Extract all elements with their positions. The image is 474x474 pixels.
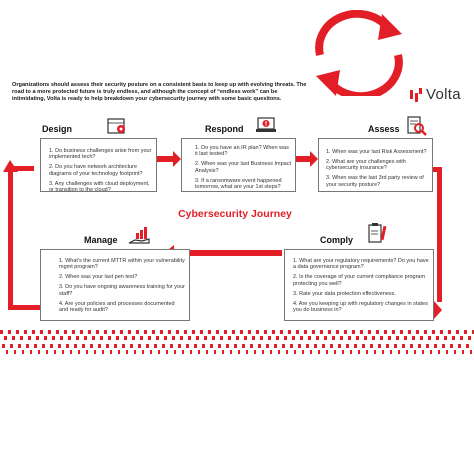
blueprint-gear-icon bbox=[107, 118, 125, 134]
card-manage: 1. What's the current MTTR within your v… bbox=[40, 249, 190, 321]
intro-text: Organizations should assess their securi… bbox=[12, 82, 307, 103]
arrow-manage-to-design bbox=[8, 168, 13, 310]
card-design: 1. Do business challenges arise from you… bbox=[40, 138, 157, 194]
arrow-design-to-respond bbox=[155, 156, 175, 162]
assess-question-2: 2. What are your challenges with cyberse… bbox=[326, 159, 406, 172]
manage-question-4: 4. Are your policies and processes docum… bbox=[59, 300, 175, 314]
stage-title-respond: Respond bbox=[205, 124, 244, 134]
stage-title-manage: Manage bbox=[84, 235, 118, 245]
laptop-alert-icon bbox=[256, 117, 276, 132]
assess-question-3: 3. When was the last 3rd party review of… bbox=[326, 175, 424, 188]
comply-question-4: 4. Are you keeping up with regulatory ch… bbox=[293, 300, 428, 314]
card-comply: 1. What are your regulatory requirements… bbox=[284, 249, 434, 321]
decorative-stripe-top bbox=[0, 330, 474, 340]
clipboard-pencil-icon bbox=[368, 223, 387, 243]
arrow-respond-to-assess bbox=[296, 156, 312, 162]
card-assess: 1. When was your last Risk Assessment? 2… bbox=[318, 138, 433, 192]
stage-title-comply: Comply bbox=[320, 235, 354, 245]
respond-question-2: 2. When was your last Business Impact An… bbox=[195, 161, 291, 174]
design-question-1: 1. Do business challenges arise from you… bbox=[49, 148, 152, 161]
card-respond: 1. Do you have an IR plan? When was it l… bbox=[181, 138, 296, 192]
stage-title-assess: Assess bbox=[368, 124, 400, 134]
respond-question-3: 3. If a ransomware event happened tomorr… bbox=[195, 177, 282, 191]
manage-question-3: 3. Do you have ongoing awareness trainin… bbox=[59, 284, 185, 297]
journey-title: Cybersecurity Journey bbox=[178, 208, 292, 220]
design-question-2: 2. Do you have network architecture diag… bbox=[49, 164, 143, 177]
decorative-stripe-bottom bbox=[0, 344, 474, 354]
brand-name: Volta bbox=[426, 86, 461, 103]
magnifier-document-icon bbox=[407, 116, 427, 136]
respond-question-1: 1. Do you have an IR plan? When was it l… bbox=[195, 145, 289, 158]
comply-question-2: 2. Is the coverage of your current compl… bbox=[293, 274, 426, 287]
manage-question-1: 1. What's the current MTTR within your v… bbox=[59, 258, 185, 271]
comply-question-1: 1. What are your regulatory requirements… bbox=[293, 258, 429, 271]
arrow-comply-to-manage bbox=[172, 250, 282, 256]
manage-question-2: 2. When was your last pen test? bbox=[59, 274, 138, 281]
comply-question-3: 3. Rate your data protection effectivene… bbox=[293, 290, 396, 297]
hand-chart-icon bbox=[128, 227, 150, 244]
volta-logo-mark-icon bbox=[410, 87, 422, 102]
stage-title-design: Design bbox=[42, 124, 73, 134]
volta-logo: Volta bbox=[410, 86, 461, 103]
assess-question-1: 1. When was your last Risk Assessment? bbox=[326, 149, 427, 155]
cycle-arrows-icon bbox=[315, 10, 403, 96]
design-question-3: 3. Any challenges with cloud deployment,… bbox=[49, 180, 150, 194]
